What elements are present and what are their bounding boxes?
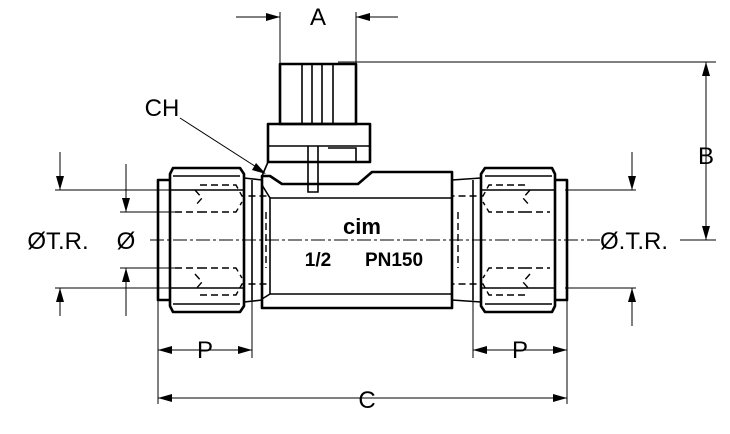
label-otr-left: ØT.R. xyxy=(27,228,88,255)
dimension-b xyxy=(702,62,710,240)
hidden-lines xyxy=(175,184,550,296)
size-marking: 1/2 xyxy=(305,250,331,271)
label-o-inner: Ø xyxy=(117,228,136,255)
label-otr-right: Ø.T.R. xyxy=(600,228,668,255)
dimension-o-inner xyxy=(122,164,130,316)
dimension-c xyxy=(158,394,567,402)
pressure-marking: PN150 xyxy=(365,250,423,271)
label-c: C xyxy=(358,387,375,414)
leader-ch xyxy=(179,117,266,174)
label-p-right: P xyxy=(512,337,528,364)
valve-stem xyxy=(261,62,372,193)
dimension-p-right xyxy=(473,346,567,354)
dimension-otr-left xyxy=(56,152,64,316)
logo-cim: cim xyxy=(343,214,381,239)
extension-lines xyxy=(55,12,716,404)
label-p-left: P xyxy=(197,337,213,364)
dimension-p-left xyxy=(158,346,252,354)
valve-body xyxy=(156,166,569,314)
dimension-otr-right xyxy=(628,152,636,326)
label-b: B xyxy=(698,143,714,170)
label-a: A xyxy=(310,4,326,31)
label-ch: CH xyxy=(145,95,180,122)
dimension-a xyxy=(236,13,398,21)
